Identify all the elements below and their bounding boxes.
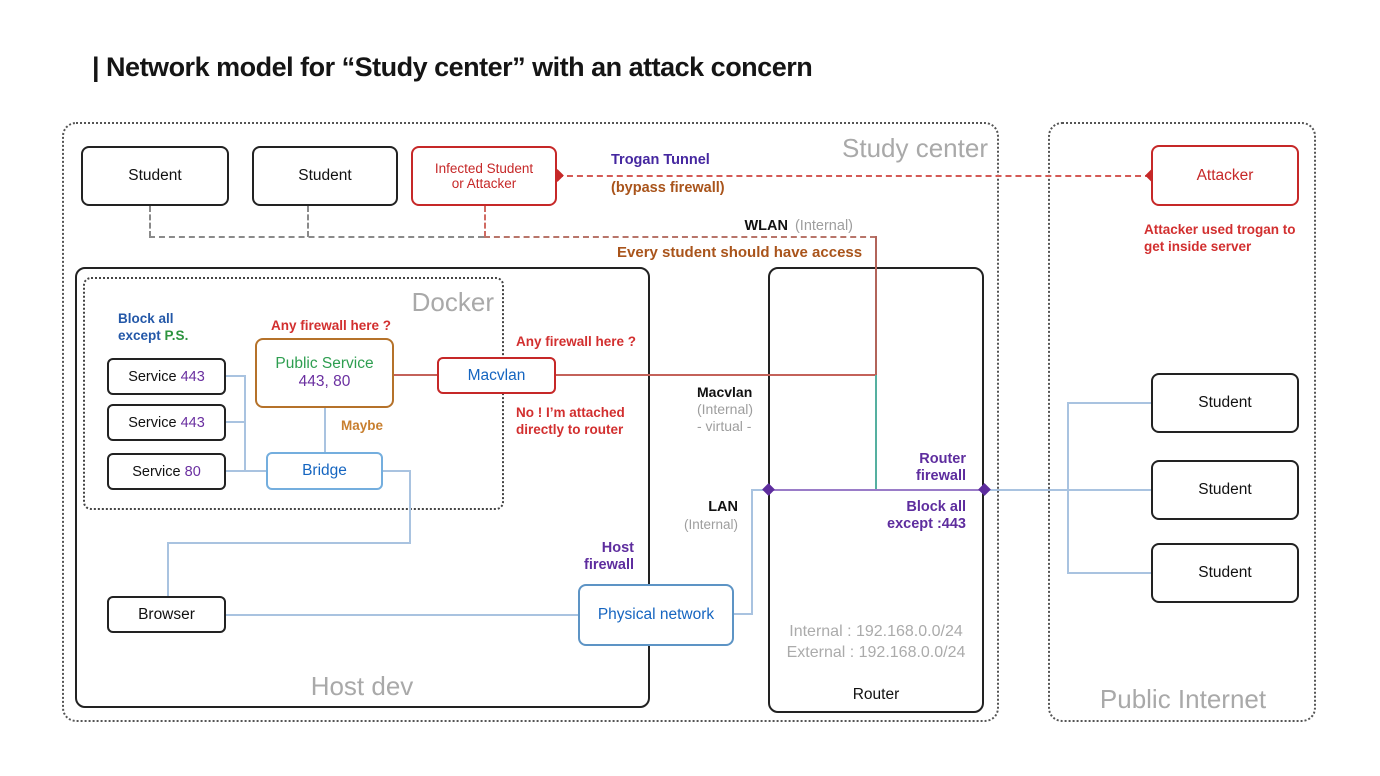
connector-student1-down <box>149 206 151 237</box>
diagram-title: | Network model for “Study center” with … <box>92 52 813 82</box>
connector-physical-right <box>733 613 753 615</box>
connector-bridge-down <box>409 470 411 544</box>
every-student-note: Every student should have access <box>617 244 863 261</box>
node-student-2: Student <box>252 146 398 206</box>
any-firewall-docker-note: Any firewall here ? <box>271 318 392 333</box>
connector-router-internal <box>875 375 877 490</box>
node-physical-network: Physical network <box>578 584 734 646</box>
node-bridge: Bridge <box>266 452 383 490</box>
study-center-region <box>62 122 999 722</box>
connector-service2-stub <box>226 421 246 423</box>
node-attacker: Attacker <box>1151 145 1299 206</box>
connector-students-bracket <box>1067 402 1069 573</box>
wlan-label: WLAN (Internal) <box>744 218 853 234</box>
host-firewall-label: Host firewall <box>584 540 634 573</box>
router-firewall-line <box>768 489 984 491</box>
connector-students-bus <box>149 236 484 238</box>
block-all-ps-note: Block all except P.S. <box>118 311 189 343</box>
public-internet-label: Public Internet <box>1099 684 1267 714</box>
lan-label: LAN (Internal) <box>683 499 738 532</box>
node-macvlan: Macvlan <box>437 357 556 394</box>
any-firewall-macvlan-note: Any firewall here ? <box>516 334 637 349</box>
no-attached-note: No ! I’m attached directly to router <box>516 405 625 437</box>
connector-student-bottom-stub <box>1067 572 1151 574</box>
connector-service3-stub <box>226 470 246 472</box>
node-remote-student-3: Student <box>1151 543 1299 603</box>
connector-macvlan-router <box>556 374 876 376</box>
router-internal-ip: Internal : 192.168.0.0/24 <box>789 623 963 640</box>
node-remote-student-1: Student <box>1151 373 1299 433</box>
connector-browser-physical <box>226 614 578 616</box>
node-student-1: Student <box>81 146 229 206</box>
connector-lan-router <box>751 489 768 491</box>
macvlan-internal-label: Macvlan (Internal) - virtual - <box>697 384 754 434</box>
connector-lan-vertical <box>751 489 753 615</box>
connector-service1-stub <box>226 375 246 377</box>
connector-infected-down <box>484 206 486 237</box>
maybe-note: Maybe <box>341 418 384 433</box>
trogan-tunnel-label: Trogan Tunnel <box>611 152 710 168</box>
public-internet-region <box>1048 122 1316 722</box>
connector-browser-up <box>167 542 169 596</box>
router-block-label: Block all except :443 <box>887 499 966 532</box>
connector-ps-bridge <box>324 408 326 452</box>
bypass-firewall-label: (bypass firewall) <box>611 180 725 196</box>
host-dev-region <box>75 267 650 708</box>
connector-bridge-right <box>383 470 411 472</box>
docker-label: Docker <box>411 287 494 317</box>
connector-services-bus <box>244 375 246 471</box>
study-center-label: Study center <box>842 133 988 163</box>
connector-ps-macvlan <box>394 374 437 376</box>
router-external-ip: External : 192.168.0.0/24 <box>786 644 966 661</box>
connector-bus-bridge <box>244 470 266 472</box>
connector-student-top-stub <box>1067 402 1151 404</box>
router-label: Router <box>852 686 900 703</box>
host-dev-label: Host dev <box>310 671 414 701</box>
node-remote-student-2: Student <box>1151 460 1299 520</box>
node-infected-student: Infected Student or Attacker <box>411 146 557 206</box>
router-firewall-label: Router firewall <box>916 451 966 484</box>
connector-wlan-horizontal <box>484 236 876 238</box>
node-public-service: Public Service 443, 80 <box>255 338 394 408</box>
connector-trogan-tunnel <box>557 175 1151 177</box>
connector-bridge-browser-h <box>167 542 411 544</box>
node-browser: Browser <box>107 596 226 633</box>
connector-student2-down <box>307 206 309 237</box>
attacker-note: Attacker used trogan to get inside serve… <box>1144 222 1296 254</box>
connector-wlan-vertical <box>875 236 877 375</box>
